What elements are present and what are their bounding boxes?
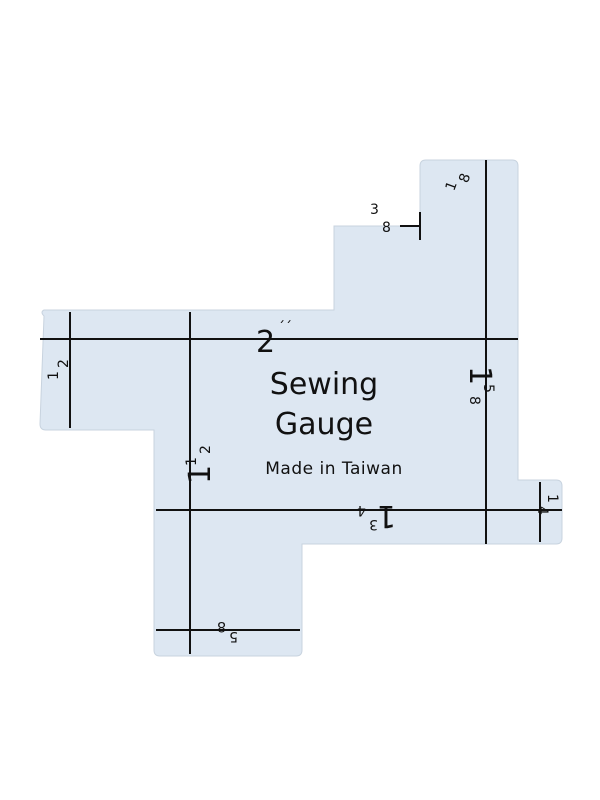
svg-text:1: 1 [184, 457, 200, 466]
label-quarter: 1 4 [534, 494, 560, 515]
svg-text:1: 1 [377, 498, 396, 533]
svg-text:3: 3 [370, 202, 379, 218]
svg-text:1: 1 [544, 494, 560, 503]
gauge-title-line2: Gauge [275, 407, 373, 442]
svg-text:2: 2 [198, 445, 214, 454]
svg-text:8: 8 [217, 618, 226, 634]
gauge-title-line1: Sewing [270, 367, 378, 402]
svg-text:8: 8 [382, 220, 391, 236]
svg-text:1: 1 [183, 465, 218, 484]
svg-text:1: 1 [46, 371, 62, 380]
label-one-half: 1 1 2 [183, 445, 218, 484]
label-three-eighths: 3 8 [370, 202, 391, 236]
svg-text:3: 3 [369, 516, 378, 532]
svg-text:8: 8 [466, 396, 482, 405]
svg-text:4: 4 [534, 506, 550, 515]
label-half: 1 2 [46, 359, 72, 380]
svg-text:4: 4 [357, 502, 366, 518]
svg-text:1: 1 [462, 366, 497, 385]
label-five-eighths: 1 5 8 [462, 366, 497, 405]
label-five-eighth-bottom: 5 8 [217, 618, 238, 644]
gauge-subtitle: Made in Taiwan [265, 459, 402, 479]
svg-text:2: 2 [56, 359, 72, 368]
label-2in: 2 [256, 325, 275, 360]
label-three-quarters: 1 3 4 [357, 498, 396, 533]
label-2in-sign: ´´ [278, 320, 292, 336]
gauge-plate [39, 159, 563, 657]
svg-text:5: 5 [229, 628, 238, 644]
svg-text:5: 5 [480, 384, 496, 393]
